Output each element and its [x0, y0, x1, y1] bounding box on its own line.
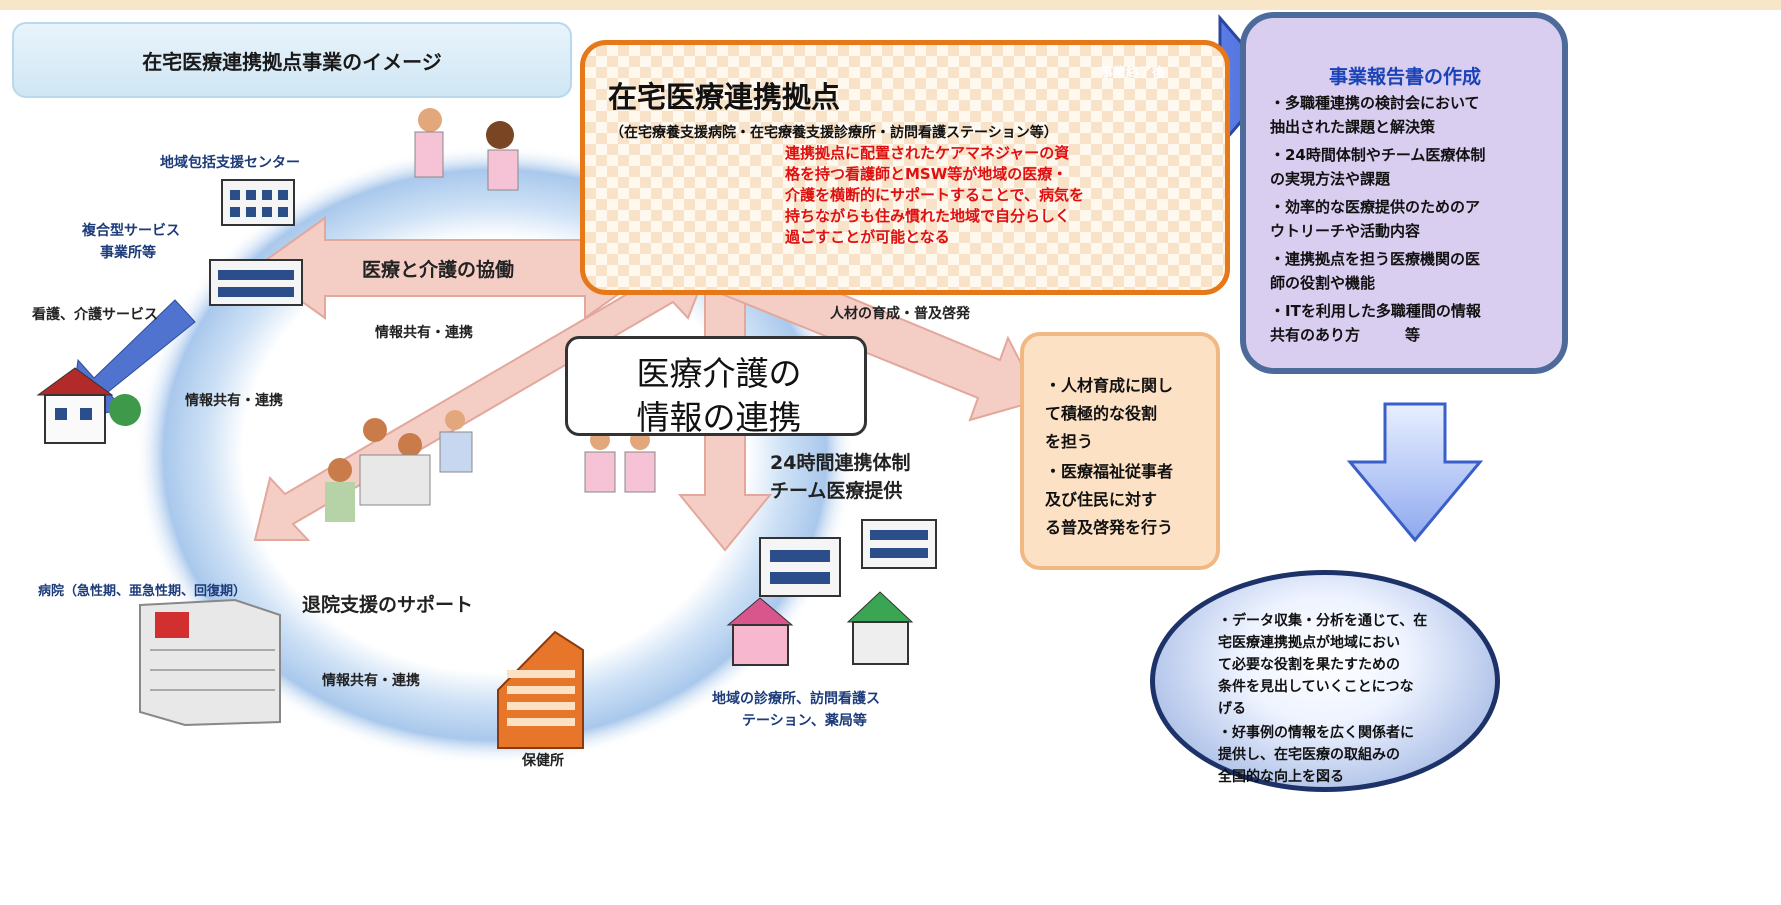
report-line: の実現方法や課題 [1270, 170, 1391, 188]
outcome-line: て必要な役割を果たすための [1218, 657, 1400, 673]
outcome-line: げる [1218, 701, 1246, 717]
clinics-label: テーション、薬局等 [742, 713, 867, 729]
hub-description-line: 格を持つ看護師とMSW等が地域の医療・ [785, 165, 1068, 183]
people-meeting-icon [325, 418, 431, 522]
outcome-line: 提供し、在宅医療の取組みの [1218, 747, 1400, 763]
hospital-building-icon [139, 598, 281, 727]
talent-line: ・医療福祉従事者 [1045, 462, 1174, 481]
info-share-label: 情報共有・連携 [185, 393, 283, 409]
info-collab-callout: 医療介護の 情報の連携 [565, 336, 867, 437]
outcome-line: ・データ収集・分析を通じて、在 [1218, 613, 1428, 629]
callout-line: 医療介護の [636, 354, 802, 393]
nurse-figures-icon [414, 108, 519, 191]
hospital-label: 病院（急性期、亜急性期、回復期） [38, 584, 247, 599]
report-line: ウトリーチや活動内容 [1270, 222, 1421, 240]
collab-label: 医療と介護の協働 [362, 259, 515, 281]
report-line: ・連携拠点を担う医療機関の医 [1270, 250, 1481, 268]
clinics-label: 地域の診療所、訪問看護ス [712, 691, 880, 707]
outcome-ellipse [1150, 570, 1500, 792]
report-down-arrow [1346, 402, 1484, 543]
project-end-label: 事業終了後 [1100, 66, 1166, 81]
talent-box [1020, 332, 1220, 570]
talent-line: て積極的な役割 [1045, 404, 1158, 423]
talent-line: ・人材育成に関し [1045, 376, 1174, 395]
page-title: 在宅医療連携拠点事業のイメージ [12, 22, 572, 98]
report-box [1240, 12, 1568, 374]
hub-box [580, 40, 1230, 295]
hub-description-line: 過ごすことが可能となる [785, 228, 950, 246]
report-line: ・ITを利用した多職種間の情報 [1270, 302, 1481, 320]
callout-line: 情報の連携 [636, 398, 802, 437]
outcome-line: 宅医療連携拠点が地域におい [1218, 635, 1400, 651]
care-service-label: 看護、介護サービス [32, 307, 158, 323]
community-center-label: 地域包括支援センター [160, 155, 300, 171]
multi-service-label: 事業所等 [100, 245, 156, 261]
multi-service-building-icon [209, 259, 303, 306]
report-line: ・効率的な医療提供のためのア [1270, 198, 1481, 216]
health-center-label: 保健所 [522, 753, 564, 769]
outcome-line: 全国的な向上を図る [1218, 769, 1344, 785]
report-line: 師の役割や機能 [1270, 274, 1376, 292]
clinics-buildings-icon [726, 519, 937, 666]
twentyfour-label: 24時間連携体制 [770, 452, 911, 474]
hub-description-line: 持ちながらも住み慣れた地域で自分らしく [785, 207, 1071, 225]
community-center-building-icon [221, 179, 295, 226]
discharge-label: 退院支援のサポート [302, 594, 474, 616]
talent-line: を担う [1045, 432, 1094, 451]
hub-description-line: 連携拠点に配置されたケアマネジャーの資 [785, 144, 1070, 162]
home-house-icon [36, 367, 141, 444]
talent-arrow-label: 人材の育成・普及啓発 [830, 306, 970, 322]
health-center-building-icon [497, 630, 584, 749]
top-band [0, 0, 1781, 10]
report-line: ・24時間体制やチーム医療体制 [1270, 146, 1486, 164]
report-title: 事業報告書の作成 [1328, 66, 1481, 88]
info-share-label: 情報共有・連携 [322, 673, 420, 689]
twentyfour-label: チーム医療提供 [770, 480, 903, 502]
report-line: 共有のあり方 等 [1270, 326, 1421, 344]
hub-title: 在宅医療連携拠点 [608, 80, 841, 114]
hub-subtitle: （在宅療養支援病院・在宅療養支援診療所・訪問看護ステーション等） [610, 125, 1058, 141]
multi-service-label: 複合型サービス [82, 223, 180, 239]
talent-line: 及び住民に対す [1045, 490, 1158, 509]
outcome-line: 条件を見出していくことにつな [1218, 679, 1414, 695]
talent-line: る普及啓発を行う [1045, 518, 1174, 537]
outcome-line: ・好事例の情報を広く関係者に [1218, 725, 1414, 741]
hub-description: 連携拠点に配置されたケアマネジャーの資 格を持つ看護師とMSW等が地域の医療・ … [785, 143, 1165, 248]
hub-description-line: 介護を横断的にサポートすることで、病気を [785, 186, 1084, 204]
report-line: ・多職種連携の検討会において [1270, 94, 1480, 112]
report-line: 抽出された課題と解決策 [1270, 118, 1436, 136]
info-share-label: 情報共有・連携 [375, 325, 473, 341]
